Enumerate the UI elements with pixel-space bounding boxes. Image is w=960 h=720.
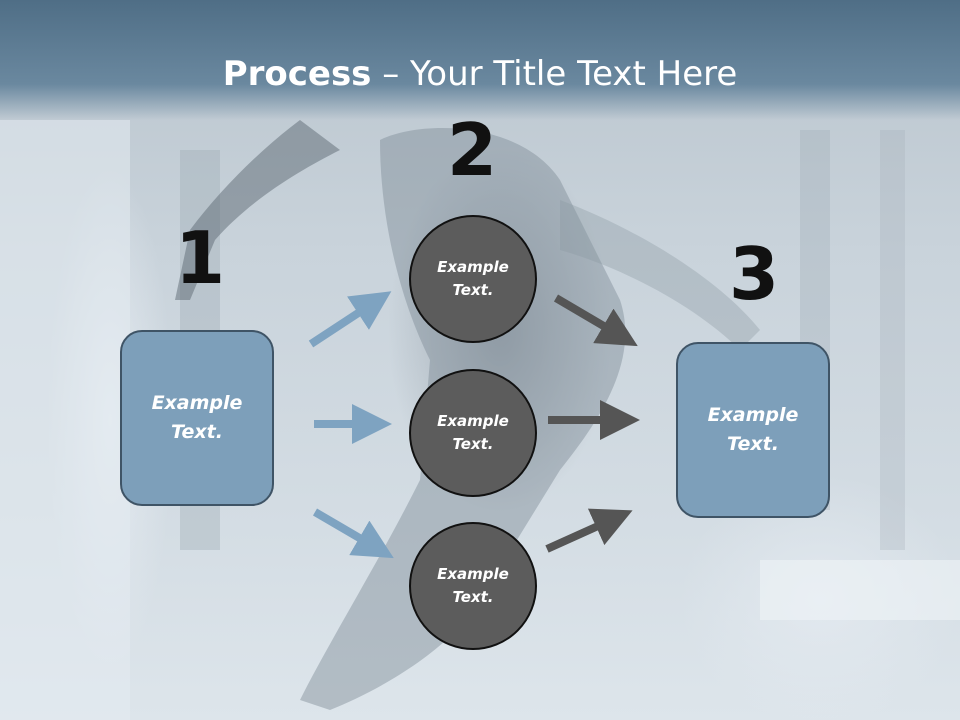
step-1-text: Example Text.	[151, 392, 243, 443]
arrow-1-to-top	[308, 291, 392, 348]
arrow-1-to-bottom	[312, 508, 394, 559]
slide-title: Process – Your Title Text Here	[0, 52, 960, 96]
title-bar	[0, 0, 960, 120]
step-number-3: 3	[728, 232, 780, 316]
step-2-text-top: Example Text.	[437, 258, 509, 299]
title-rest: – Your Title Text Here	[371, 54, 738, 94]
step-3-box: Example Text.	[676, 342, 830, 518]
step-2-circle-top: Example Text.	[409, 215, 537, 343]
step-2-text-middle: Example Text.	[437, 412, 509, 453]
arrow-bottom-to-3	[545, 508, 633, 553]
title-bold: Process	[222, 54, 372, 94]
step-2-text-bottom: Example Text.	[437, 565, 509, 606]
step-3-text: Example Text.	[707, 404, 799, 455]
step-number-2: 2	[446, 108, 498, 192]
arrow-top-to-3	[553, 294, 638, 347]
step-number-1: 1	[174, 216, 226, 300]
step-1-box: Example Text.	[120, 330, 274, 506]
step-2-circle-bottom: Example Text.	[409, 522, 537, 650]
step-2-circle-middle: Example Text.	[409, 369, 537, 497]
